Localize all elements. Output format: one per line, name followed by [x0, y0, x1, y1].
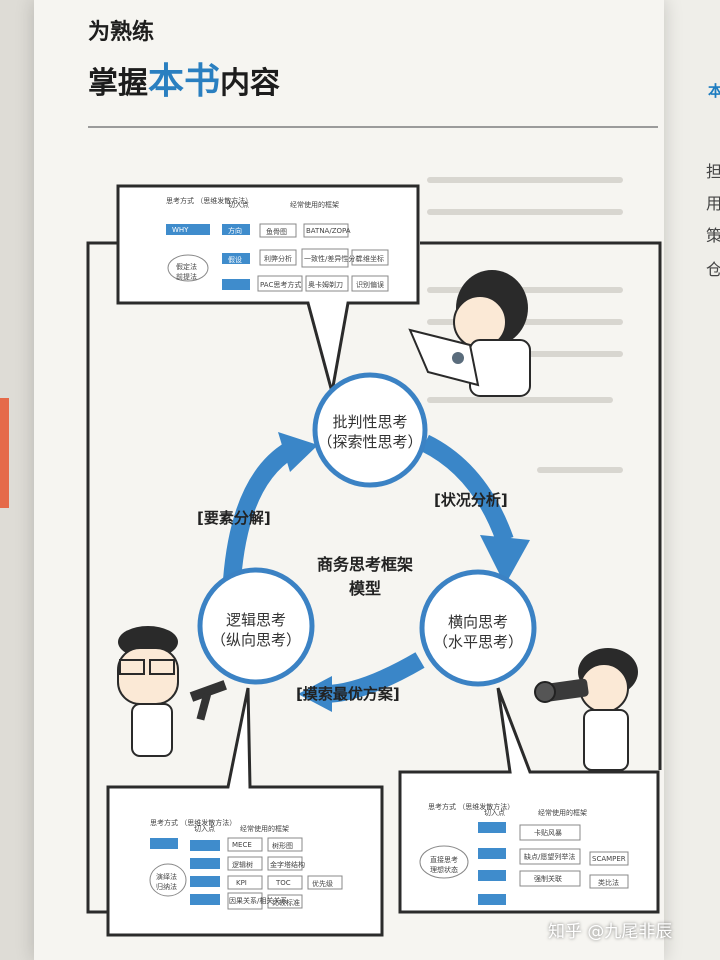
callout-br-header-framework: 经常使用的框架: [538, 808, 587, 818]
arc-label-optimal-solution: [摸索最优方案]: [296, 683, 400, 704]
callout-br-cell: 类比法: [598, 878, 619, 888]
node-logical-sub: （纵向思考）: [201, 630, 311, 650]
callout-top-cell: 假定法: [176, 262, 197, 272]
callout-br-cell: 理想状态: [430, 865, 458, 875]
callout-top-cell: 奥卡姆剃刀: [308, 280, 343, 290]
callout-top-cell: WHY: [172, 226, 188, 234]
callout-top-cell: 前提法: [176, 272, 197, 282]
callout-br-cell: 卡贴风暴: [534, 828, 562, 838]
callout-bl-cell: 优先级: [312, 879, 333, 889]
callout-bl-cell: TOC: [276, 879, 291, 887]
callout-top-cell: 鱼骨图: [266, 227, 287, 237]
callout-bl-cell: MECE: [232, 841, 252, 849]
callout-top-header-entry: 切入点: [228, 200, 249, 210]
callout-br-cell: SCAMPER: [592, 855, 626, 863]
callout-bl-cell: 归纳法: [156, 882, 177, 892]
character-telescope: [535, 648, 638, 770]
callout-top-cell: 利弊分析: [264, 254, 292, 264]
watermark: 知乎 @九尾非辰: [548, 917, 672, 942]
center-title: 商务思考框架 模型: [300, 553, 430, 601]
callout-top-cell: BATNA/ZOPA: [306, 227, 351, 235]
node-lateral-sub: （水平思考）: [423, 632, 533, 652]
callout-top-cell: 二维坐标: [356, 254, 384, 264]
arc-label-element-decomposition: [要素分解]: [197, 507, 271, 528]
node-critical-thinking: 批判性思考 （探索性思考）: [315, 412, 425, 452]
center-title-line2: 模型: [300, 577, 430, 601]
callout-top-cell: 一致性/差异性分析: [304, 254, 362, 264]
callout-bl-cell: 金字塔结构: [270, 860, 305, 870]
callout-top-cell: 方向: [228, 226, 242, 236]
callout-top-header-framework: 经常使用的框架: [290, 200, 339, 210]
node-critical-label: 批判性思考: [315, 412, 425, 432]
callout-bl-cell: 逻辑树: [232, 860, 253, 870]
node-critical-sub: （探索性思考）: [315, 432, 425, 452]
arc-label-situation-analysis: [状况分析]: [434, 489, 508, 510]
callout-top-cell: 识别偏误: [356, 280, 384, 290]
node-lateral-thinking: 横向思考 （水平思考）: [423, 612, 533, 652]
callout-bl-cell: KPI: [236, 879, 247, 887]
callout-br-header-entry: 切入点: [484, 808, 505, 818]
callout-br-cell: 缺点/愿望列举法: [524, 852, 575, 862]
callout-bl-cell: 演绎法: [156, 872, 177, 882]
callout-bl-header-framework: 经常使用的框架: [240, 824, 289, 834]
callout-bl-cell: 树形图: [272, 841, 293, 851]
callout-bl-cell: 比较标准: [272, 898, 300, 908]
callout-top-cell: 假设: [228, 255, 242, 265]
callout-br-cell: 强制关联: [534, 874, 562, 884]
callout-top-cell: PAC思考方式: [260, 280, 301, 290]
node-logical-thinking: 逻辑思考 （纵向思考）: [201, 610, 311, 650]
center-title-line1: 商务思考框架: [300, 553, 430, 577]
node-logical-label: 逻辑思考: [201, 610, 311, 630]
callout-br-cell: 直接思考: [430, 855, 458, 865]
callout-bl-header-entry: 切入点: [194, 824, 215, 834]
node-lateral-label: 横向思考: [423, 612, 533, 632]
